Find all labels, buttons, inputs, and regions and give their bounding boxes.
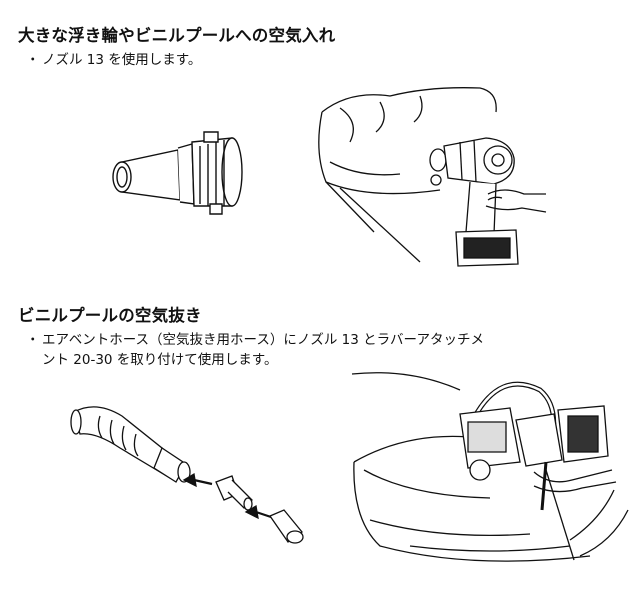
section2-heading: ビニルプールの空気抜き xyxy=(18,306,202,325)
bullet-mark: ・ xyxy=(26,332,40,348)
inflating-pool-illustration xyxy=(310,82,550,272)
nozzle-illustration xyxy=(100,122,260,222)
section1-bullet-text: ノズル 13 を使用します。 xyxy=(42,52,202,68)
section1-heading: 大きな浮き輪やビニルプールへの空気入れ xyxy=(18,26,336,45)
section1-bullet: ・ ノズル 13 を使用します。 xyxy=(26,50,586,72)
hose-assembly-illustration xyxy=(66,392,306,552)
section2-bullet-line2: ント 20-30 を取り付けて使用します。 xyxy=(42,352,278,368)
deflating-pool-illustration xyxy=(350,370,632,570)
section2-bullet-line1: エアベントホース（空気抜き用ホース）にノズル 13 とラバーアタッチメ xyxy=(42,332,484,348)
section2-bullet: ・ エアベントホース（空気抜き用ホース）にノズル 13 とラバーアタッチメ ント… xyxy=(26,330,626,374)
bullet-mark: ・ xyxy=(26,52,40,68)
